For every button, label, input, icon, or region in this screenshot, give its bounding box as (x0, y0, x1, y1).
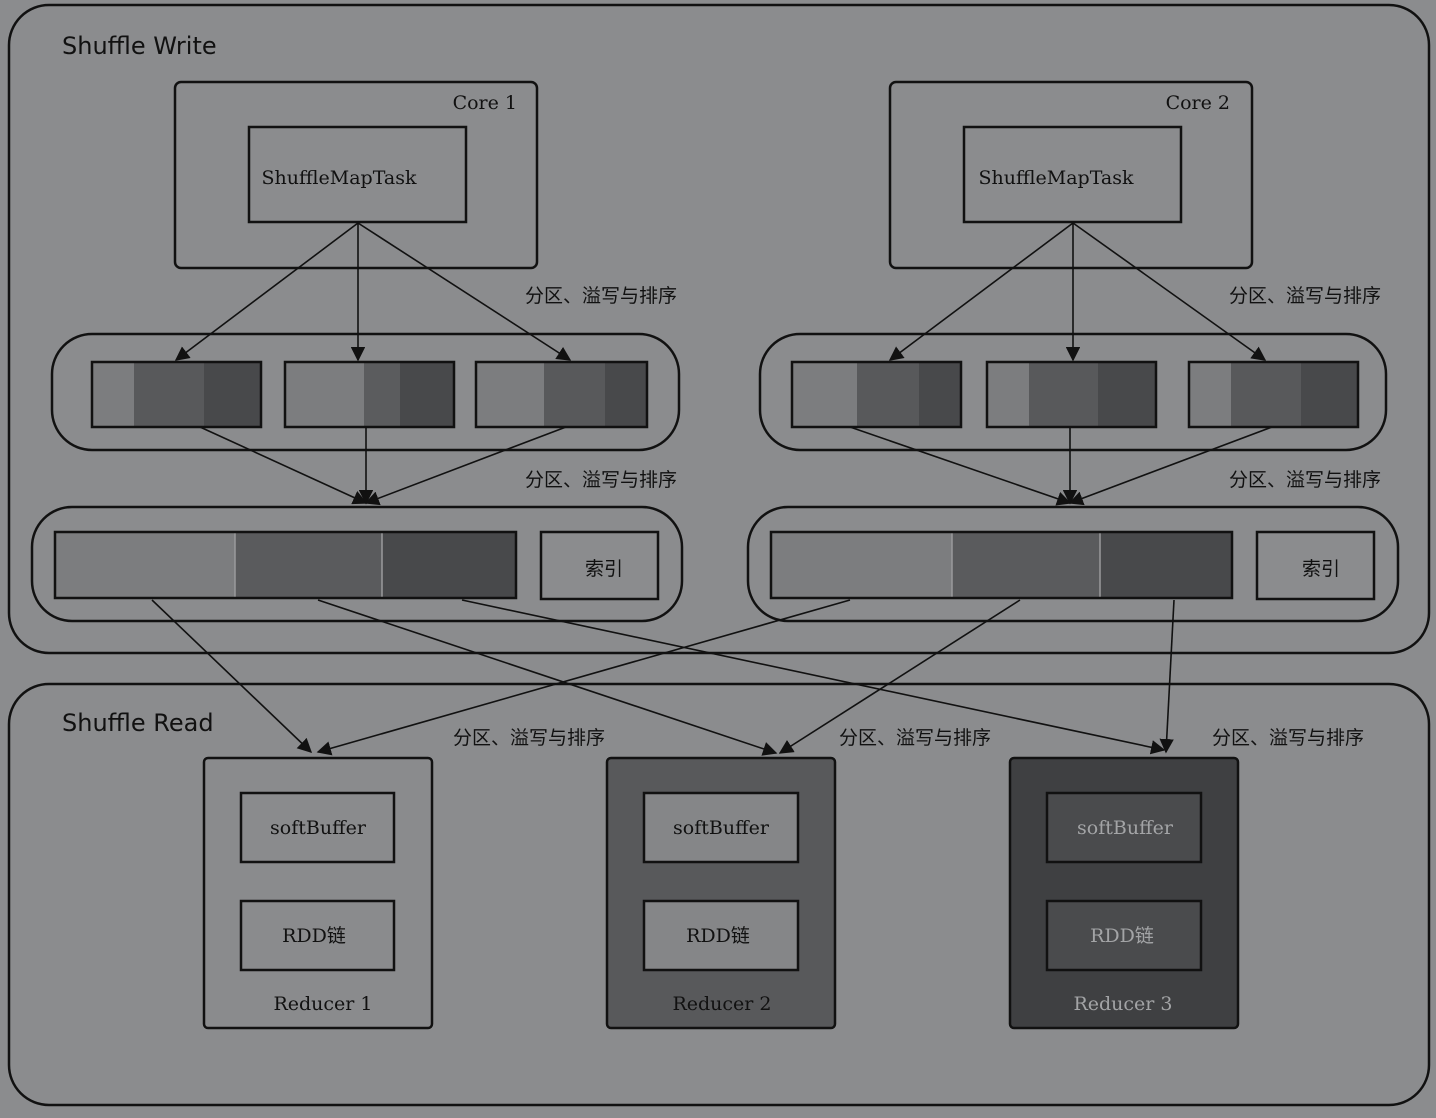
rdd-chain-1-box (239, 899, 396, 972)
softbuffer-3-label: softBuffer (1077, 817, 1174, 839)
reducer-2-label: Reducer 2 (672, 993, 771, 1015)
rdd-chain-1-label: RDD链 (282, 925, 346, 947)
shuffle-write-title: Shuffle Write (62, 32, 217, 60)
softbuffer-2-box (642, 791, 800, 864)
edge-label-write-2a: 分区、溢写与排序 (1229, 285, 1381, 307)
index-box-2 (1255, 530, 1376, 601)
edge-label-read-1: 分区、溢写与排序 (453, 727, 605, 749)
files-to-reducers-arrows (151, 599, 1175, 756)
file-group-1 (30, 505, 684, 623)
shufflemaptask-2-label: ShuffleMapTask (978, 167, 1134, 189)
buffer-1a (90, 360, 263, 429)
softbuffer-2-label: softBuffer (673, 817, 770, 839)
index-label-2: 索引 (1302, 558, 1340, 580)
core-2-label: Core 2 (1166, 92, 1230, 114)
rdd-chain-2-box (642, 899, 800, 972)
edge-label-write-1b: 分区、溢写与排序 (525, 469, 677, 491)
shufflemaptask-1-label: ShuffleMapTask (261, 167, 417, 189)
file-group-2 (746, 505, 1400, 623)
reducer-1-label: Reducer 1 (273, 993, 372, 1015)
buffer-group-2 (758, 332, 1388, 452)
edge-label-write-1a: 分区、溢写与排序 (525, 285, 677, 307)
buffer-2a (790, 360, 963, 429)
buffers-to-file-arrows (199, 426, 1273, 506)
buffer-2b (985, 360, 1158, 429)
rdd-chain-3-box (1045, 899, 1203, 972)
shuffle-read-region (7, 682, 1431, 1107)
reducer-3: softBuffer RDD链 Reducer 3 (1008, 756, 1240, 1030)
buffer-1c (474, 360, 649, 429)
index-box-1 (539, 530, 660, 601)
reducer-1: softBuffer RDD链 Reducer 1 (202, 756, 434, 1030)
shuffle-write-region (7, 3, 1431, 655)
shuffle-read-title: Shuffle Read (62, 709, 214, 737)
buffer-2c (1187, 360, 1360, 429)
shufflemaptask-2-box (962, 125, 1183, 224)
rdd-chain-3-label: RDD链 (1090, 925, 1154, 947)
reducer-3-label: Reducer 3 (1073, 993, 1172, 1015)
edge-label-read-2: 分区、溢写与排序 (839, 727, 991, 749)
data-file-1 (53, 530, 518, 600)
core-1-label: Core 1 (453, 92, 517, 114)
softbuffer-1-box (239, 791, 396, 864)
data-file-2 (769, 530, 1234, 600)
softbuffer-3-box (1045, 791, 1203, 864)
core-1-box (173, 80, 539, 270)
core-2-box (888, 80, 1254, 270)
reducer-2: softBuffer RDD链 Reducer 2 (605, 756, 837, 1030)
task1-to-buffers-arrows (174, 222, 1267, 362)
rdd-chain-2-label: RDD链 (686, 925, 750, 947)
softbuffer-1-label: softBuffer (270, 817, 367, 839)
edge-label-read-3: 分区、溢写与排序 (1212, 727, 1364, 749)
buffer-1b (283, 360, 456, 429)
edge-label-write-2b: 分区、溢写与排序 (1229, 469, 1381, 491)
index-label-1: 索引 (585, 558, 623, 580)
shufflemaptask-1-box (247, 125, 468, 224)
